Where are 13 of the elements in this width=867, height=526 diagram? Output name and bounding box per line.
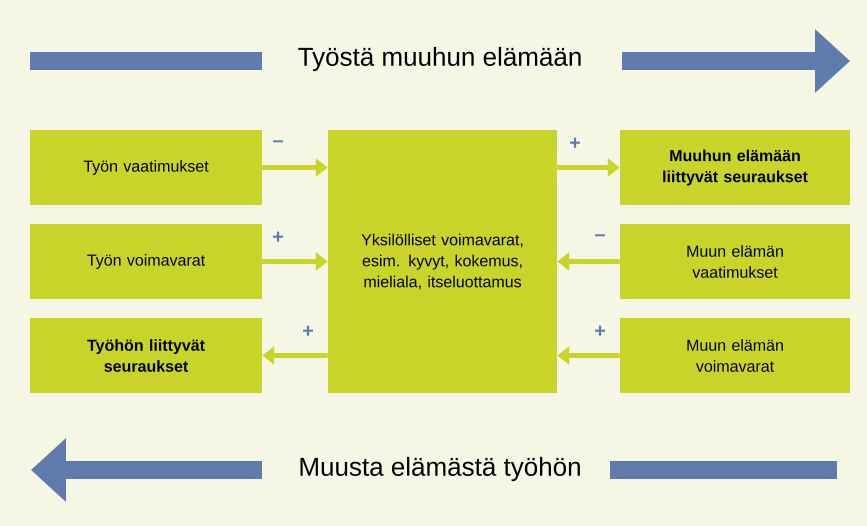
edge-label: + bbox=[593, 324, 607, 338]
text-box: Yksilölliset voimavarat, esim. kyvyt, kokemus, mieliala, itseluottamus bbox=[328, 130, 557, 393]
direction-label: Muusta elämästä työhön bbox=[300, 456, 580, 482]
direction-label: Työstä muuhun elämään bbox=[298, 46, 581, 72]
text-box: Muun elämän vaatimukset bbox=[620, 224, 850, 299]
text-box: Muun elämän voimavarat bbox=[620, 318, 850, 393]
text-box: Työn voimavarat bbox=[30, 224, 262, 299]
edge-label: + bbox=[568, 136, 582, 150]
text-box: Työn vaatimukset bbox=[30, 130, 262, 205]
text-box: Muuhun elämään liittyvät seuraukset bbox=[620, 130, 850, 205]
text-box: Työhön liittyvät seuraukset bbox=[30, 318, 262, 393]
edge-label: + bbox=[271, 230, 285, 244]
edge-label: + bbox=[301, 324, 315, 338]
